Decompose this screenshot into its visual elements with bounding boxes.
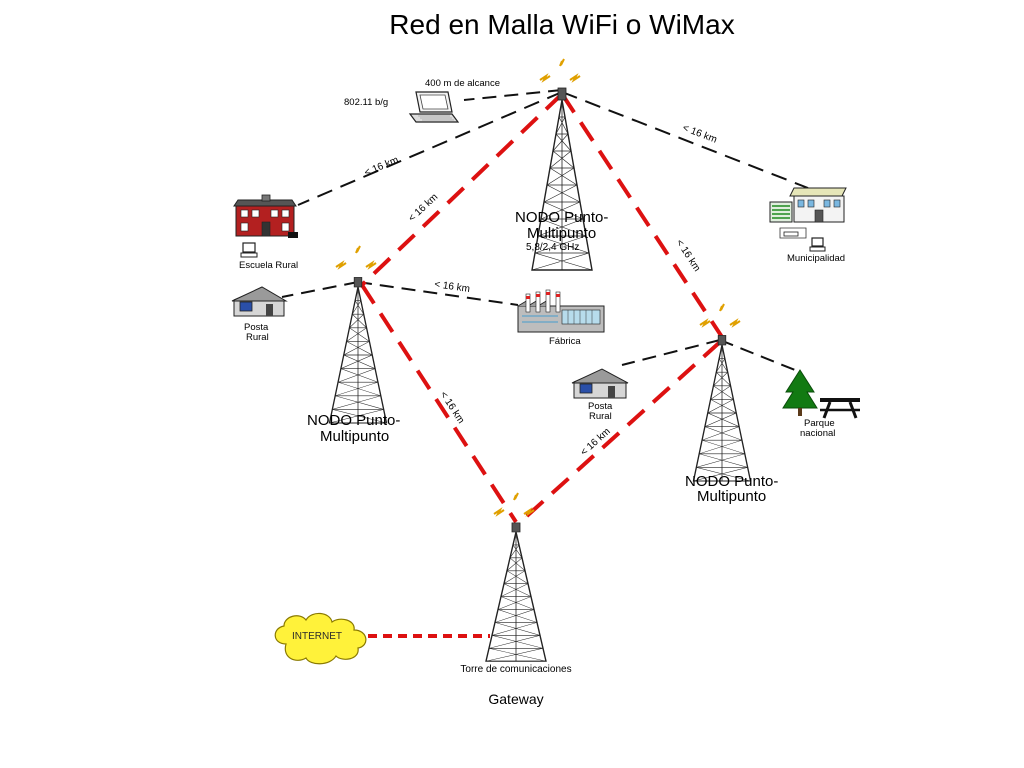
fabrica-label: Fábrica [549,336,581,347]
school-building-icon [233,194,298,238]
town-hall-icon [769,187,847,239]
link-top-right [560,92,726,342]
tower-icon [328,276,388,424]
node-top-frequency: 5,8/2,4 GHz [526,242,579,253]
link-left-posta [281,281,359,298]
link-right-gateway [516,340,722,526]
posta-right-label-1: Posta [588,401,613,412]
house-icon [571,368,629,399]
factory-icon [517,289,605,333]
node-left-label-2: Multipunto [320,428,389,445]
tower-gateway [485,492,547,662]
distance-label-left-fabrica: < 16 km [434,279,471,295]
house-icon [231,286,288,317]
internet-label: INTERNET [292,631,342,642]
signal-wave-icon [539,58,581,81]
posta-left-label-2: Rural [246,332,269,343]
access-links [281,89,809,373]
posta-left-label-1: Posta [244,322,269,333]
computer-icon [240,242,258,258]
link-left-gateway [360,283,518,524]
signal-wave-icon [335,245,377,268]
tower-icon [692,334,752,482]
node-right-label-1: NODO Punto- [685,473,778,490]
posta-right-label-2: Rural [589,411,612,422]
link-right-posta [621,339,721,366]
node-top-label-2: Multipunto [527,225,596,242]
parque-label-1: Parque [804,418,835,429]
node-left-label-1: NODO Punto- [307,412,400,429]
picnic-table-icon [820,398,860,419]
gateway-label: Gateway [488,691,543,707]
laptop-icon [408,91,460,123]
tower-right [692,303,752,482]
link-top-escuela [297,91,563,206]
pine-tree-icon [782,369,818,416]
tower-icon [485,522,547,662]
distance-label-top-left: < 16 km [407,192,441,225]
parque-label-2: nacional [800,428,835,439]
distance-label-top-escuela: < 16 km [363,155,400,179]
laptop-range-label: 400 m de alcance [425,78,500,89]
distance-label-top-municipalidad: < 16 km [681,123,718,146]
node-right-label-2: Multipunto [697,488,766,505]
link-right-parque [719,339,801,373]
node-top-label-1: NODO Punto- [515,209,608,226]
link-top-left [360,92,564,287]
tower-left [328,245,388,424]
cloud-icon [274,612,367,665]
backbone-links [360,92,726,638]
laptop-standard-label: 802.11 b/g [344,97,388,108]
computer-icon [809,237,826,252]
gateway-tower-label: Torre de comunicaciones [460,664,571,675]
link-left-fabrica [357,281,519,306]
link-top-municipalidad [561,91,809,189]
municipalidad-label: Municipalidad [787,253,845,264]
link-top-laptop [463,89,563,101]
escuela-label: Escuela Rural [239,260,298,271]
diagram-title: Red en Malla WiFi o WiMax [389,9,734,40]
signal-wave-icon [699,303,741,326]
